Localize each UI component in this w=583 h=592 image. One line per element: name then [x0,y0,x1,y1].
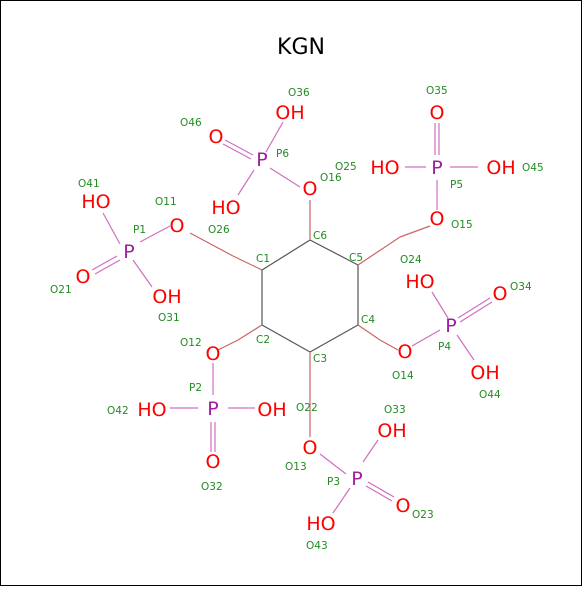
label-o43: O43 [306,540,328,552]
label-o44: O44 [479,389,501,401]
label-o21: O21 [50,284,72,296]
hydroxyl-o25: HO [370,157,399,179]
hydroxyl-o36: OH [275,102,304,124]
label-c6: C6 [313,230,327,242]
oxygen-o13: O [303,437,318,459]
atom-labels: C1 C2 C3 C4 C5 C6 O11 O12 O13 O14 O15 O1… [50,85,544,552]
c-o-bonds [189,200,431,437]
oxygen-o32: O [206,451,221,473]
label-o11: O11 [155,196,177,208]
oxygen-o11: O [170,215,185,237]
label-o13: O13 [285,461,307,473]
oxygen-o16: O [303,178,318,200]
hydroxyl-o43: HO [306,513,335,535]
oxygen-o35: O [430,102,445,124]
label-o46: O46 [180,117,202,129]
label-o45: O45 [522,162,544,174]
label-o25: O25 [335,161,357,173]
phosphorus-p6: P [256,149,267,171]
label-p5: P5 [450,179,463,191]
label-o42: O42 [107,405,129,417]
hydroxyl-o26: HO [211,197,240,219]
hydroxyl-o22: OH [257,399,286,421]
hydroxyl-o42: HO [137,399,166,421]
label-p6: P6 [276,148,289,160]
oxygen-o34: O [493,283,508,305]
label-p3: P3 [327,476,340,488]
oxygen-o15: O [430,208,445,230]
ring-bonds [261,239,359,353]
label-o36: O36 [288,87,310,99]
label-p2: P2 [189,382,202,394]
label-o35: O35 [426,85,448,97]
label-o32: O32 [201,481,223,493]
label-o33: O33 [384,404,406,416]
phosphorus-atoms: P P P P P P [123,149,456,490]
oxygen-o12: O [206,343,221,365]
phosphorus-p5: P [431,157,442,179]
label-o31: O31 [158,312,180,324]
diagram-title: KGN [277,35,325,60]
oxygen-o46: O [209,126,224,148]
label-o23: O23 [412,509,434,521]
label-p4: P4 [438,341,451,353]
label-c1: C1 [256,253,270,265]
label-o15: O15 [451,219,473,231]
oxygen-o14: O [398,341,413,363]
label-o26: O26 [208,224,230,236]
p-o-bonds [91,121,493,514]
label-o12: O12 [180,337,202,349]
phosphorus-p2: P [207,398,218,420]
label-p1: P1 [133,224,146,236]
label-o22: O22 [296,402,318,414]
label-c3: C3 [313,353,327,365]
label-c4: C4 [361,314,375,326]
hydroxyl-o41: HO [81,191,110,213]
phosphorus-p4: P [445,315,456,337]
hydroxyl-o24: HO [405,271,434,293]
label-c2: C2 [256,334,270,346]
hydroxyl-o45: OH [486,157,515,179]
label-o34: O34 [510,281,532,293]
label-o24: O24 [400,254,422,266]
hydroxyl-o31: OH [152,286,181,308]
label-c5: C5 [349,252,363,264]
phosphorus-p1: P [123,241,134,263]
hydroxyl-o44: OH [470,362,499,384]
oxygen-o21: O [76,266,91,288]
label-o16: O16 [320,172,342,184]
phosphorus-p3: P [351,468,362,490]
hydroxyl-o33: OH [377,420,406,442]
oxygen-atoms: O O O O O O O O O O O O HO OH HO OH OH H… [76,102,516,535]
oxygen-o23: O [396,495,411,517]
label-o41: O41 [78,178,100,190]
label-o14: O14 [392,370,414,382]
